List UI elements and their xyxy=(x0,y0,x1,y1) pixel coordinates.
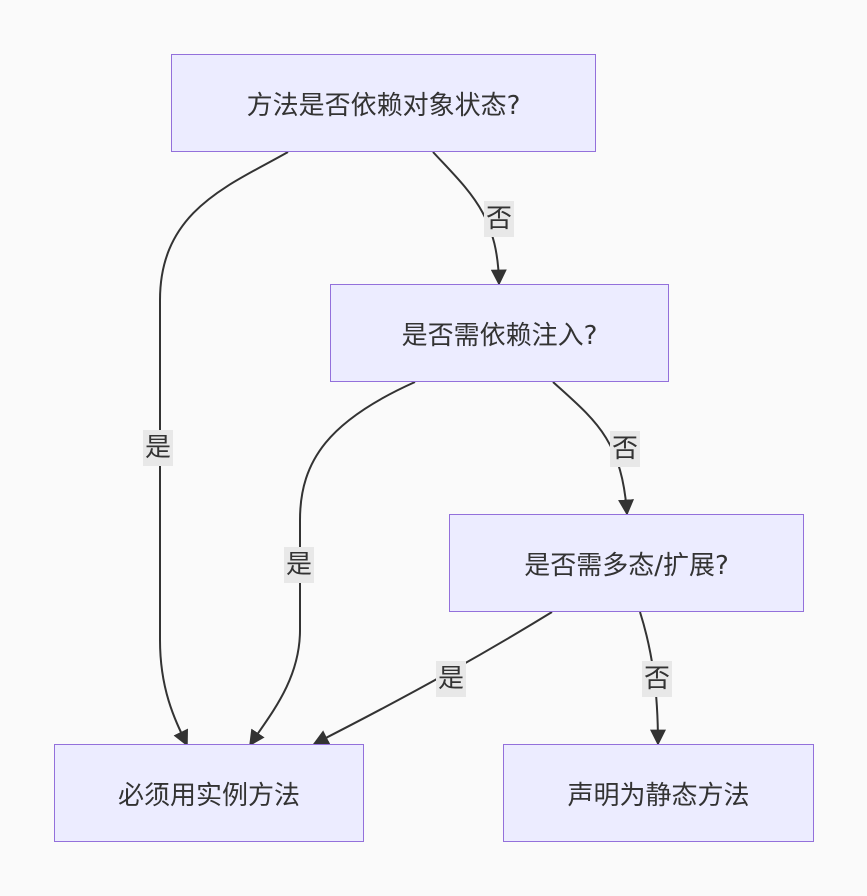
edge-state-to-instance xyxy=(159,151,289,747)
label-injection-no: 否 xyxy=(610,431,641,467)
edge-injection-to-poly xyxy=(552,381,635,516)
label-poly-yes: 是 xyxy=(436,661,467,697)
label-state-yes: 是 xyxy=(143,430,174,466)
node-declare-static: 声明为静态方法 xyxy=(503,744,814,842)
edge-injection-to-instance xyxy=(249,381,416,747)
node-depends-on-state: 方法是否依赖对象状态? xyxy=(171,54,596,152)
node-must-instance: 必须用实例方法 xyxy=(54,744,364,842)
edge-state-to-injection xyxy=(432,151,507,286)
label-injection-yes: 是 xyxy=(284,547,315,583)
label-state-no: 否 xyxy=(484,201,515,237)
node-needs-injection: 是否需依赖注入? xyxy=(330,284,669,382)
label-poly-no: 否 xyxy=(642,661,673,697)
node-needs-polymorphism: 是否需多态/扩展? xyxy=(449,514,804,612)
edge-poly-to-instance xyxy=(312,611,553,745)
